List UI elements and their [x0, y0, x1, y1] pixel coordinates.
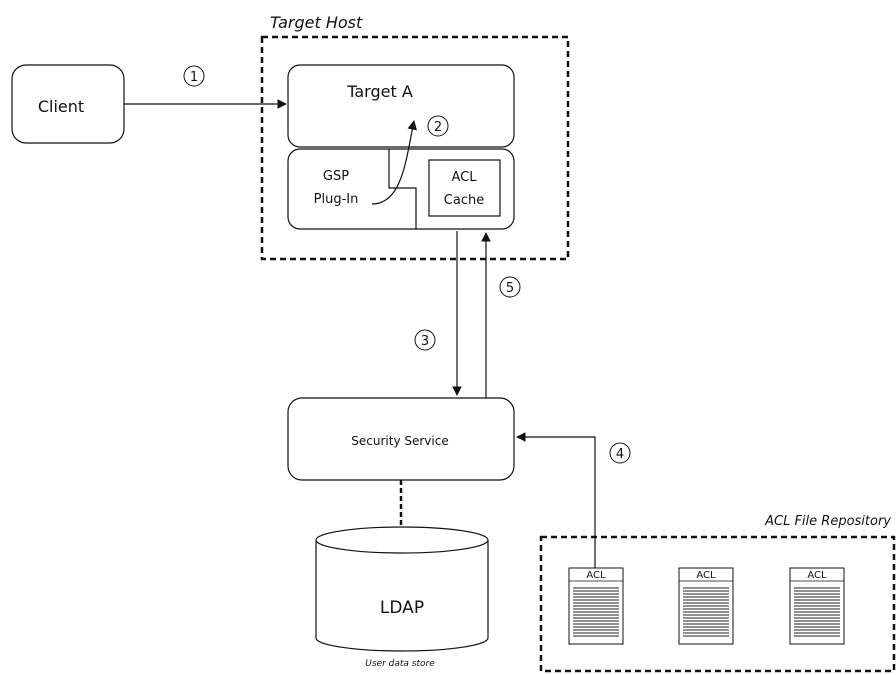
acl-file-1 — [568, 567, 624, 645]
target-a-box — [287, 64, 515, 148]
ldap-cylinder — [315, 526, 489, 652]
plugin-divider — [388, 149, 417, 229]
acl-repository-container — [539, 535, 896, 673]
step-1-label: 1 — [190, 70, 198, 85]
step-3-marker — [414, 329, 436, 351]
step-2-label: 2 — [434, 120, 442, 135]
step-4-marker — [609, 442, 631, 464]
target-host-container — [260, 35, 570, 261]
ldap-caption: User data store — [365, 659, 435, 669]
step-5-label: 5 — [506, 281, 514, 296]
acl-cache-label-line1: ACL — [452, 170, 478, 185]
step-3-label: 3 — [421, 334, 429, 349]
acl-repository-title: ACL File Repository — [764, 514, 891, 529]
acl-cache-box — [428, 159, 501, 217]
gsp-plugin-label-line1: GSP — [323, 169, 349, 184]
acl-file-1-label: ACL — [586, 570, 606, 581]
step-4-label: 4 — [616, 447, 624, 462]
arrow-repository-to-security — [516, 432, 596, 568]
step-5-marker — [499, 276, 521, 298]
acl-file-3 — [789, 567, 845, 645]
step-2-marker — [427, 115, 449, 137]
step-1-marker — [183, 65, 205, 87]
ldap-label: LDAP — [380, 598, 424, 618]
client-label: Client — [38, 97, 84, 116]
acl-file-2-label: ACL — [696, 570, 716, 581]
gsp-plugin-label-line2: Plug-In — [314, 192, 359, 207]
security-service-label: Security Service — [351, 434, 448, 448]
acl-file-3-label: ACL — [807, 570, 827, 581]
target-a-label: Target A — [346, 82, 413, 101]
arrow-plugin-to-target — [371, 120, 417, 205]
acl-file-2 — [678, 567, 734, 645]
target-host-title: Target Host — [270, 13, 363, 32]
acl-cache-label-line2: Cache — [444, 193, 484, 208]
